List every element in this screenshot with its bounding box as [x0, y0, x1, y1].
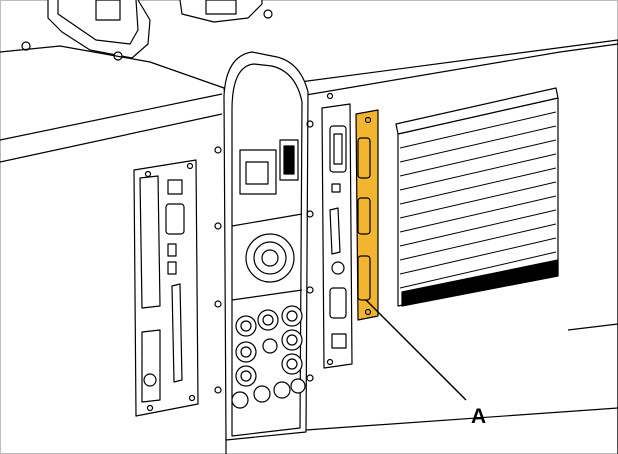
left-io-panel: [133, 159, 199, 417]
callout-leader-line: [365, 299, 467, 401]
right-io-panel: [321, 92, 353, 369]
center-column: [214, 51, 314, 441]
highlighted-component-a: [355, 109, 379, 321]
vent-grille: [395, 87, 559, 307]
housing-body: [0, 39, 618, 454]
fluid-fittings: [231, 305, 306, 409]
top-mount-bracket: [21, 0, 273, 61]
callout-label-a: A: [471, 405, 487, 428]
